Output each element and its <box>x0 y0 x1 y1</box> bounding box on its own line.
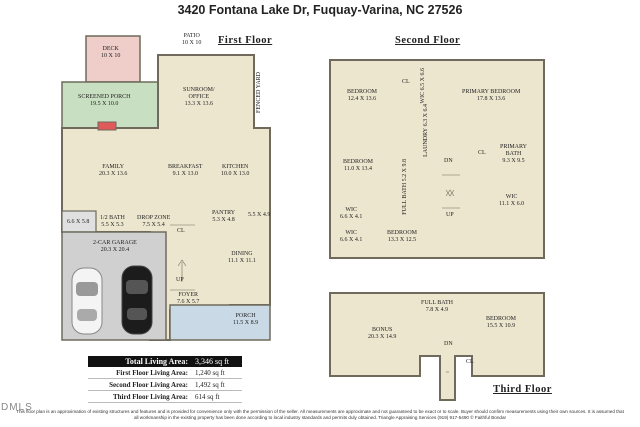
wic-a-label: WIC 6.5 X 6.6 <box>420 68 426 104</box>
laundry-label: LAUNDRY 6.3 X 6.4 <box>423 104 429 157</box>
third-floor-body <box>329 292 545 401</box>
third-cl-label: CL <box>466 359 474 365</box>
disclaimer-text: This floor plan is an approximation of e… <box>16 409 624 420</box>
second-area-label: Second Floor Living Area: <box>109 380 188 389</box>
second-dn-label: DN <box>444 158 453 164</box>
first-floor-stairs <box>170 224 195 291</box>
second-floor-area-row: Second Floor Living Area: 1,492 sq ft <box>88 379 242 391</box>
first-floor-cl-label: CL <box>177 228 185 234</box>
second-cl-b-label: CL <box>478 150 486 156</box>
watermark-text: DMLS <box>1 402 33 413</box>
total-label: Total Living Area: <box>125 357 188 366</box>
total-living-area-row: Total Living Area: 3,346 sq ft <box>88 356 242 367</box>
second-floor-body <box>329 59 545 259</box>
first-area-label: First Floor Living Area: <box>116 368 188 377</box>
third-area-value: 614 sq ft <box>195 392 220 401</box>
second-full-bath-label: FULL BATH 5.2 X 9.8 <box>402 159 408 215</box>
page-title: 3420 Fontana Lake Dr, Fuquay-Varina, NC … <box>177 3 463 17</box>
first-area-value: 1,240 sq ft <box>195 368 225 377</box>
first-floor-title: First Floor <box>218 35 273 46</box>
porch-area <box>169 304 271 341</box>
third-floor-area-row: Third Floor Living Area: 614 sq ft <box>88 391 242 403</box>
black-car-icon <box>121 265 153 335</box>
closet-66-label: 6.6 X 5.8 <box>67 219 90 225</box>
third-floor-title: Third Floor <box>493 384 552 395</box>
white-car-icon <box>71 267 103 335</box>
second-floor-title: Second Floor <box>395 35 461 46</box>
second-area-value: 1,492 sq ft <box>195 380 225 389</box>
first-floor-up-label: UP <box>176 277 184 283</box>
total-value: 3,346 sq ft <box>195 357 229 366</box>
second-up-label: UP <box>446 212 454 218</box>
first-floor-area-row: First Floor Living Area: 1,240 sq ft <box>88 367 242 379</box>
deck-area <box>85 35 141 83</box>
second-floor-stairs <box>442 174 460 209</box>
third-area-label: Third Floor Living Area: <box>113 392 188 401</box>
living-area-table: Total Living Area: 3,346 sq ft First Flo… <box>88 356 242 403</box>
closet-55-label: 5.5 X 4.9 <box>248 212 271 218</box>
fireplace-icon <box>97 121 117 131</box>
third-dn-label: DN <box>444 341 453 347</box>
fenced-yard-label: FENCED YARD <box>256 72 262 113</box>
second-cl-a-label: CL <box>402 79 410 85</box>
